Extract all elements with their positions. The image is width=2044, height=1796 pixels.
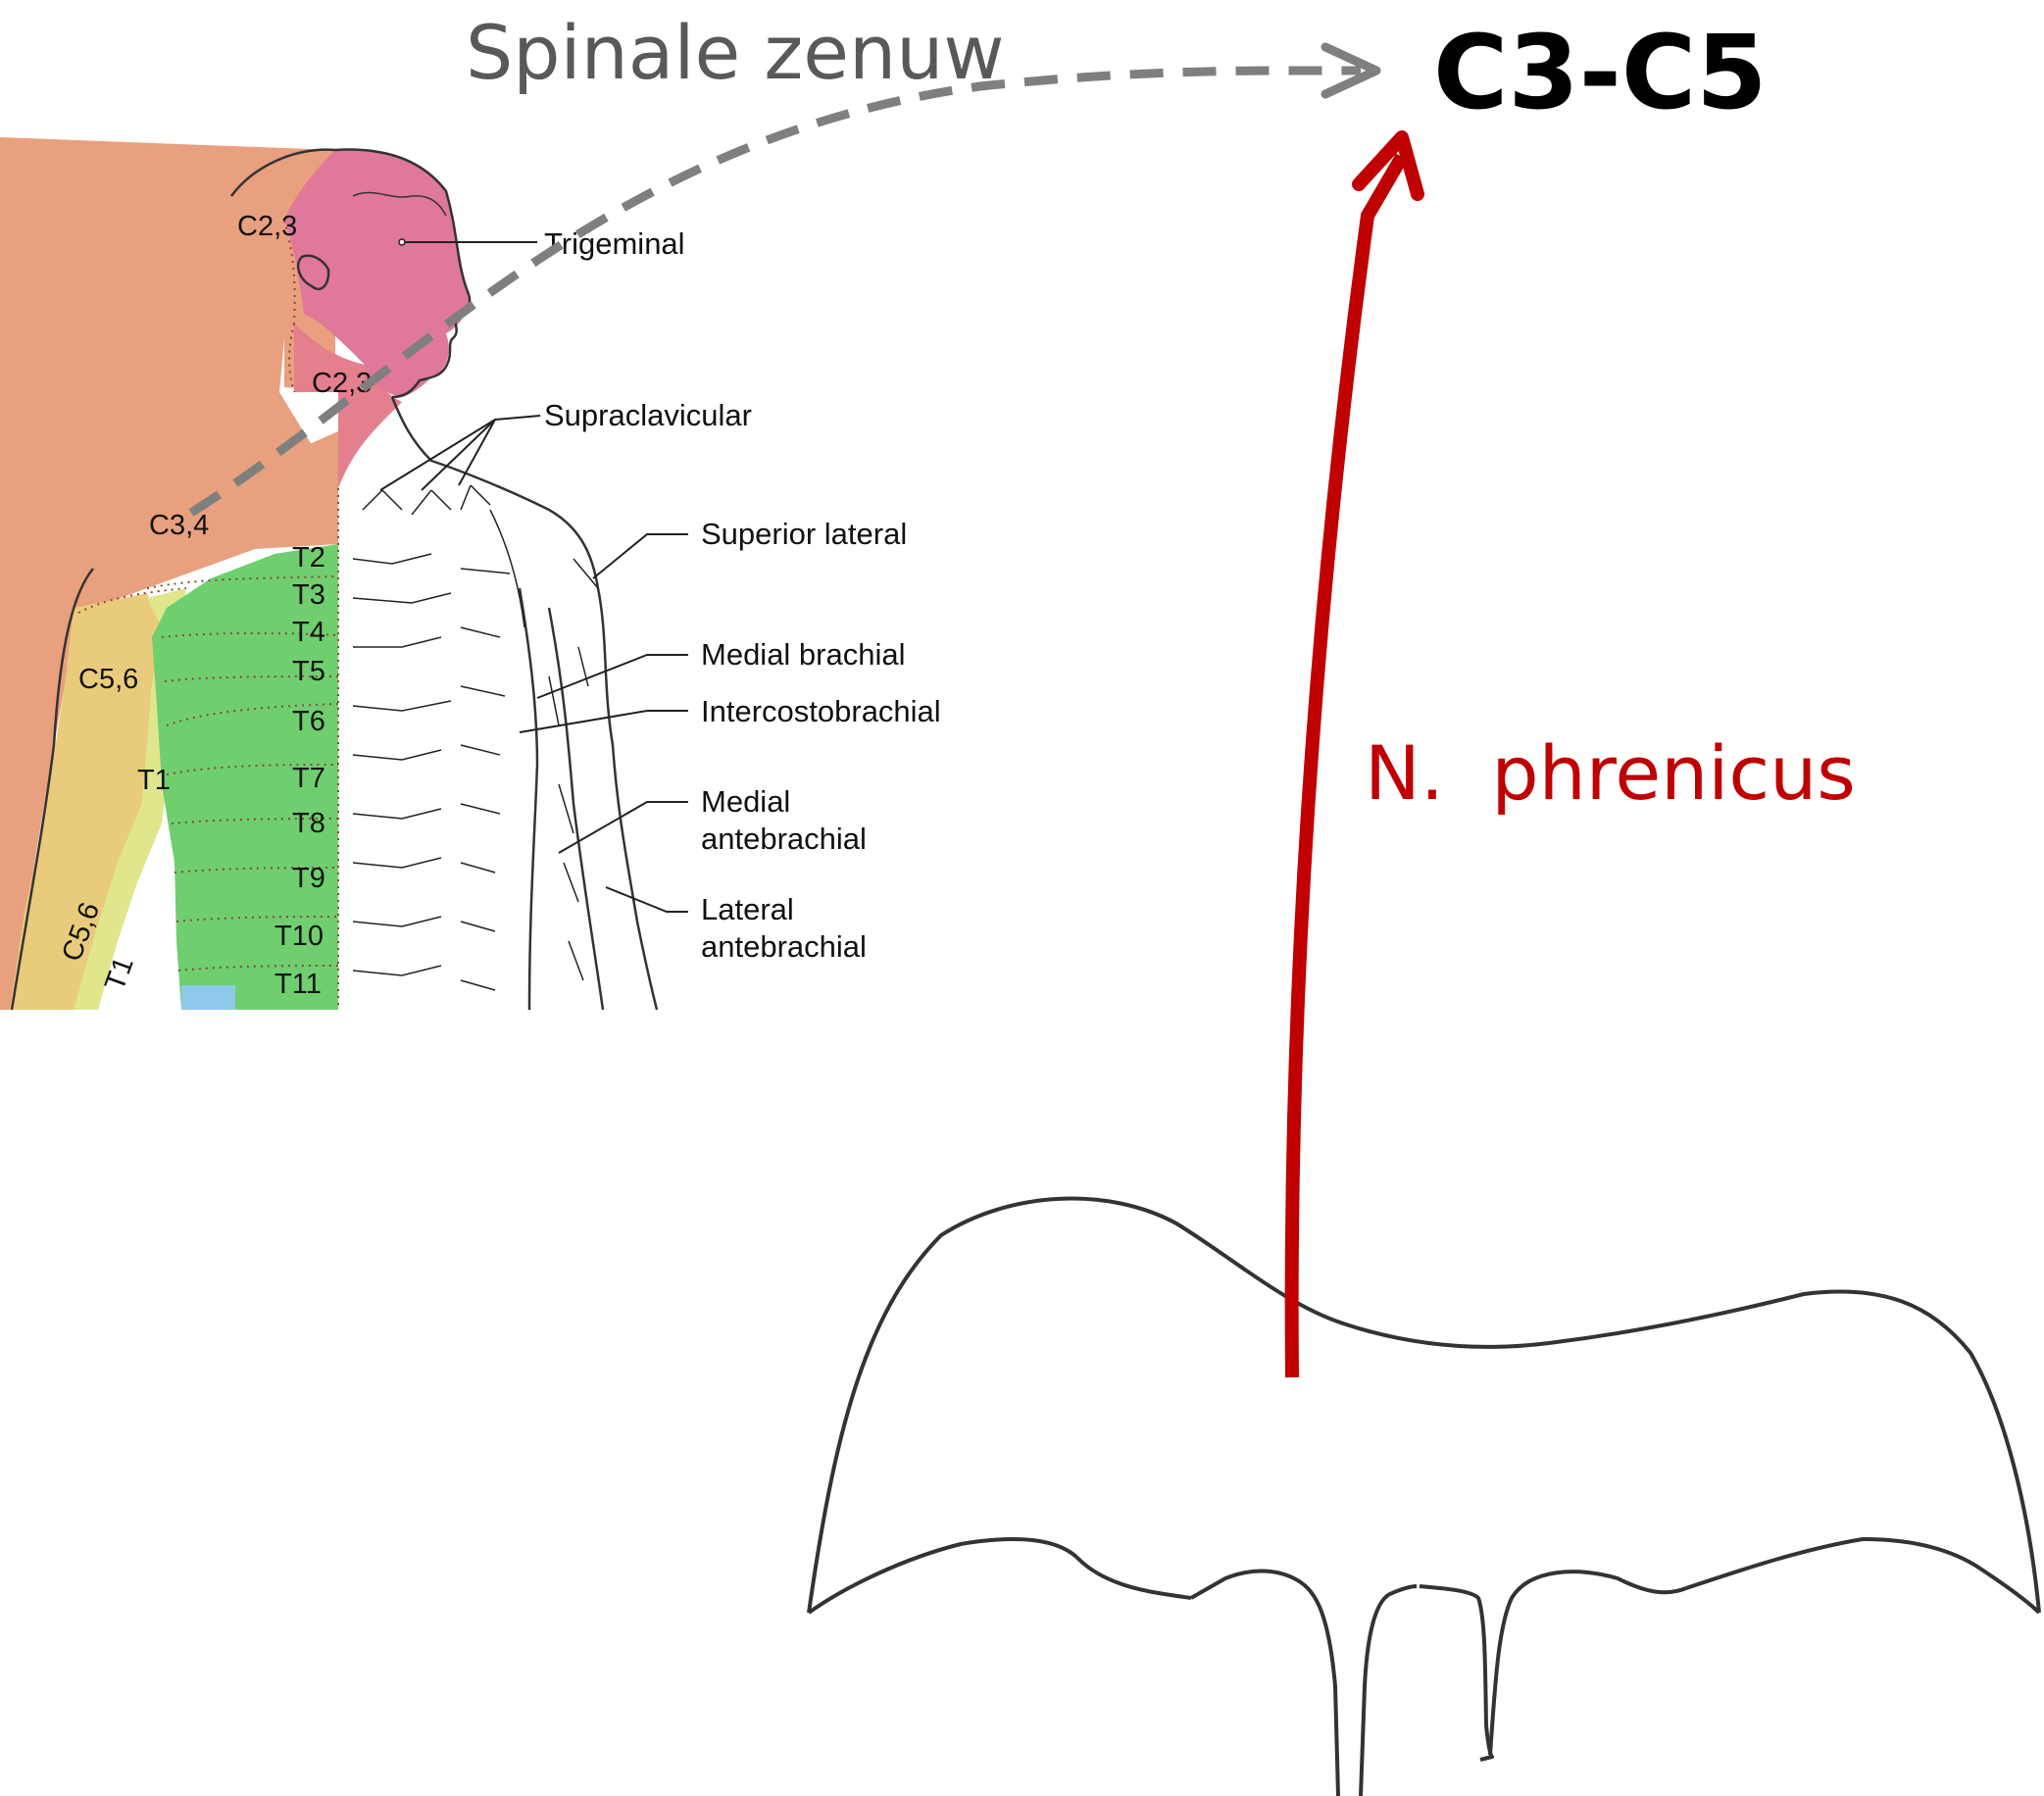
target-segment-label: C3-C5 xyxy=(1433,13,1768,132)
nerve-label-lateral-antebrachial-2: antebrachial xyxy=(701,929,867,964)
thoracic-level-label: T8 xyxy=(292,808,325,839)
thoracic-level-label: T9 xyxy=(292,863,325,894)
dermatome-figure xyxy=(0,137,688,1010)
dermatome-label: C5,6 xyxy=(78,664,138,695)
spinal-nerve-label: Spinale zenuw xyxy=(466,9,1005,96)
thoracic-level-label: T11 xyxy=(274,969,322,1000)
nerve-label-intercostobrachial: Intercostobrachial xyxy=(701,694,941,728)
nerve-label-medial-antebrachial-2: antebrachial xyxy=(701,822,867,856)
dermatome-label: T1 xyxy=(137,765,171,796)
nerve-label-lateral-antebrachial: Lateral xyxy=(701,892,794,926)
thoracic-level-label: T10 xyxy=(274,921,324,952)
phrenic-nerve-label: N. phrenicus xyxy=(1365,729,1856,817)
thoracic-level-label: T5 xyxy=(292,656,325,687)
cutaneous-nerve-branches xyxy=(353,485,598,990)
nerve-label-trigeminal: Trigeminal xyxy=(544,226,685,261)
nerve-label-medial-antebrachial: Medial xyxy=(701,784,790,819)
thoracic-level-label: T3 xyxy=(292,579,325,611)
dermatome-label: C3,4 xyxy=(149,510,209,541)
cutaneous-nerve-labels: Trigeminal Supraclavicular Superior late… xyxy=(544,226,941,964)
thoracic-level-label: T6 xyxy=(292,706,325,737)
thoracic-level-label: T2 xyxy=(292,542,325,574)
lumbar-region xyxy=(181,985,235,1010)
nerve-label-medial-brachial: Medial brachial xyxy=(701,637,906,672)
thoracic-level-label: T4 xyxy=(292,617,325,648)
thoracic-level-label: T7 xyxy=(292,763,325,794)
nerve-label-superior-lateral: Superior lateral xyxy=(701,517,907,551)
nerve-label-supraclavicular: Supraclavicular xyxy=(544,398,752,432)
dermatome-label: C2,3 xyxy=(237,211,297,242)
diaphragm-outline-icon xyxy=(809,1199,2039,1796)
